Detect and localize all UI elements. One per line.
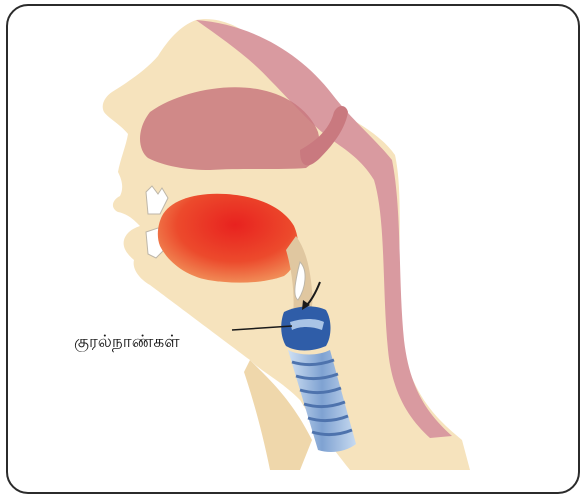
vocal-cords-label: குரல்நாண்கள்	[74, 332, 180, 354]
larynx	[281, 306, 330, 350]
